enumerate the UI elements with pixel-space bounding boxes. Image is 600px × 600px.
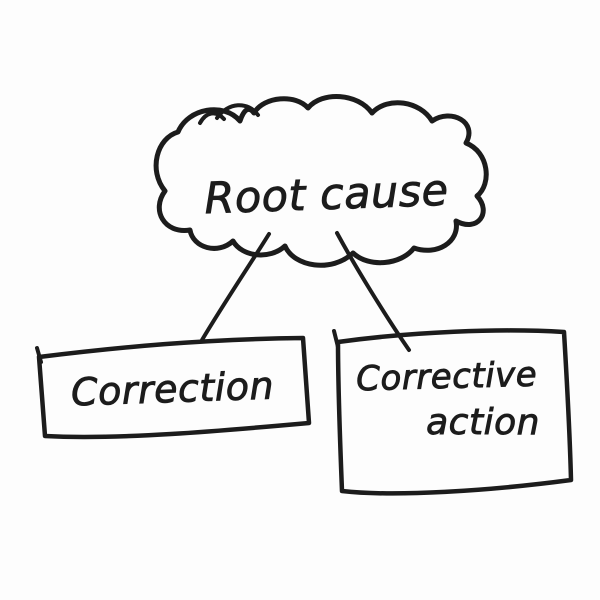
correction-node: Correction — [35, 335, 312, 440]
corrective-action-box-shape — [335, 328, 574, 496]
corrective-action-box-corner-tick — [332, 329, 340, 349]
cloud-pen-curl — [198, 103, 260, 125]
edge-root-to-correction — [200, 232, 271, 342]
root-cause-label: Root cause — [204, 166, 450, 224]
root-cause-node: Root cause — [153, 94, 489, 268]
correction-box-shape — [36, 335, 312, 440]
corrective-action-label-line2: action — [426, 402, 540, 443]
cloud-shape — [153, 94, 489, 268]
corrective-action-node: Corrective action — [332, 328, 574, 496]
correction-box-corner-tick — [35, 346, 43, 364]
correction-label: Correction — [70, 363, 275, 414]
corrective-action-label-line1: Corrective — [356, 355, 538, 400]
edge-root-to-corrective-action — [335, 231, 411, 352]
